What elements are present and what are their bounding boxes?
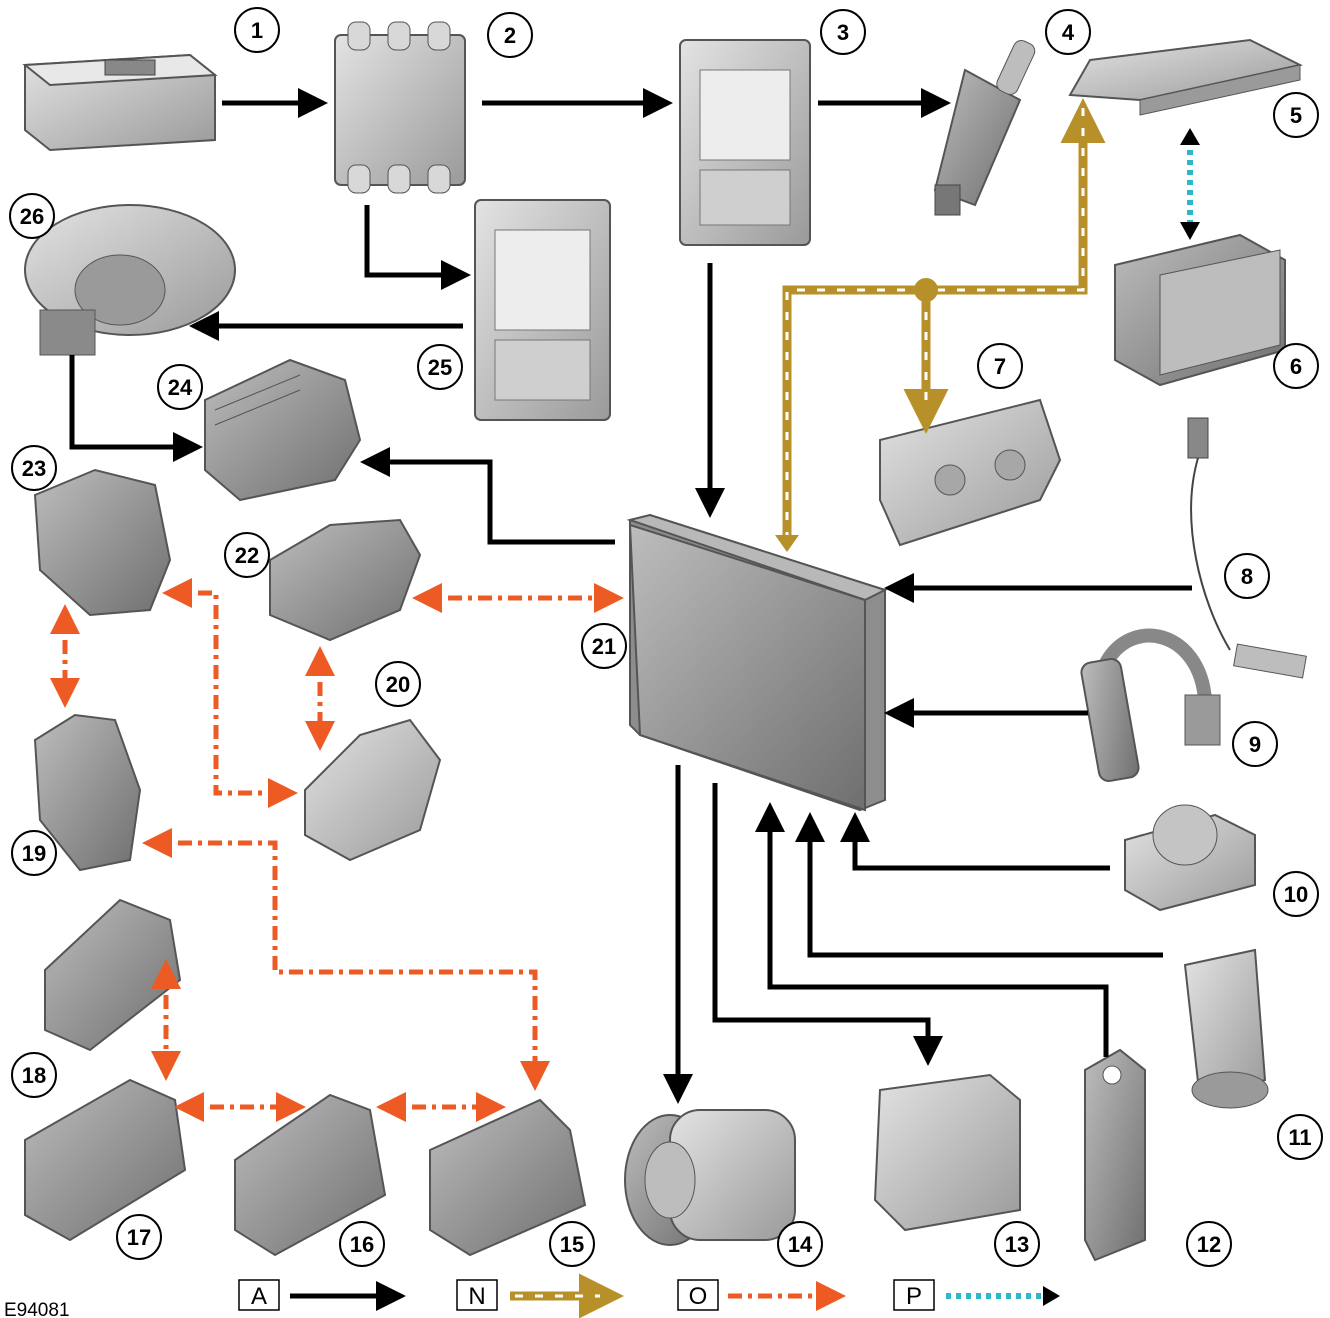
callout-8: 8 xyxy=(1225,554,1269,598)
svg-text:4: 4 xyxy=(1062,20,1075,45)
svg-text:26: 26 xyxy=(20,204,44,229)
coolant-pump-component xyxy=(935,38,1037,215)
callout-12: 12 xyxy=(1187,1222,1231,1266)
callout-23: 23 xyxy=(12,446,56,490)
svg-text:24: 24 xyxy=(168,375,193,400)
actuator-18-component xyxy=(45,900,180,1050)
callout-10: 10 xyxy=(1274,872,1318,916)
callout-19: 19 xyxy=(12,831,56,875)
callout-26: 26 xyxy=(10,194,54,238)
callout-25: 25 xyxy=(418,345,462,389)
callout-6: 6 xyxy=(1274,344,1318,388)
svg-text:17: 17 xyxy=(127,1225,151,1250)
svg-text:13: 13 xyxy=(1005,1232,1029,1257)
svg-text:9: 9 xyxy=(1249,732,1261,757)
callout-15: 15 xyxy=(550,1222,594,1266)
svg-text:10: 10 xyxy=(1284,882,1308,907)
callout-7: 7 xyxy=(978,344,1022,388)
central-control-module-component xyxy=(630,515,885,810)
svg-text:8: 8 xyxy=(1241,564,1253,589)
svg-text:N: N xyxy=(468,1283,485,1310)
actuator-23-component xyxy=(35,470,170,615)
legend: A N O P xyxy=(239,1280,1060,1310)
callout-24: 24 xyxy=(158,365,202,409)
sensor-harness-component xyxy=(1080,636,1220,783)
callout-20: 20 xyxy=(376,662,420,706)
actuator-13-component xyxy=(875,1075,1020,1230)
video-link-connection xyxy=(1180,128,1200,240)
svg-text:12: 12 xyxy=(1197,1232,1221,1257)
svg-text:7: 7 xyxy=(994,354,1006,379)
climate-control-panel-component xyxy=(880,400,1060,545)
callout-4: 4 xyxy=(1046,10,1090,54)
actuator-20-component xyxy=(305,720,440,860)
fuse-holder-component xyxy=(335,22,465,193)
svg-text:20: 20 xyxy=(386,672,410,697)
blower-motor-component xyxy=(25,205,235,355)
legend-item-p: P xyxy=(894,1280,1060,1310)
legend-item-o: O xyxy=(678,1280,840,1310)
svg-text:23: 23 xyxy=(22,456,46,481)
bracket-sensor-component xyxy=(1085,1050,1145,1260)
svg-text:18: 18 xyxy=(22,1063,46,1088)
svg-text:25: 25 xyxy=(428,355,452,380)
svg-text:16: 16 xyxy=(350,1232,374,1257)
svg-text:19: 19 xyxy=(22,841,46,866)
svg-text:15: 15 xyxy=(560,1232,584,1257)
callout-3: 3 xyxy=(821,10,865,54)
svg-text:3: 3 xyxy=(837,20,849,45)
callout-11: 11 xyxy=(1278,1115,1322,1159)
callout-22: 22 xyxy=(225,533,269,577)
callout-2: 2 xyxy=(488,13,532,57)
callout-21: 21 xyxy=(582,624,626,668)
svg-text:14: 14 xyxy=(788,1232,813,1257)
actuator-17-component xyxy=(25,1080,185,1240)
actuator-22-component xyxy=(270,520,420,640)
legend-item-a: A xyxy=(239,1280,400,1310)
svg-text:6: 6 xyxy=(1290,354,1302,379)
callout-14: 14 xyxy=(778,1222,822,1266)
svg-text:2: 2 xyxy=(504,23,516,48)
svg-text:22: 22 xyxy=(235,543,259,568)
figure-reference: E94081 xyxy=(4,1300,70,1318)
fuse-box-component xyxy=(680,40,810,245)
compressor-component xyxy=(625,1110,795,1245)
svg-text:P: P xyxy=(906,1283,922,1310)
callout-16: 16 xyxy=(340,1222,384,1266)
sensor-with-lead-component xyxy=(1188,418,1306,678)
callout-1: 1 xyxy=(235,8,279,52)
callout-5: 5 xyxy=(1274,93,1318,137)
display-unit-component xyxy=(1115,235,1285,385)
callout-9: 9 xyxy=(1233,722,1277,766)
pressure-sensor-component xyxy=(1185,950,1268,1108)
svg-text:1: 1 xyxy=(251,18,263,43)
blower-resistor-component xyxy=(205,360,360,500)
svg-text:11: 11 xyxy=(1288,1125,1311,1150)
control-module-plate-component xyxy=(1070,40,1300,115)
legend-item-n: N xyxy=(457,1280,615,1310)
callout-17: 17 xyxy=(117,1215,161,1259)
battery-component xyxy=(25,55,215,150)
svg-text:A: A xyxy=(251,1283,267,1310)
callout-18: 18 xyxy=(12,1053,56,1097)
dome-sensor-component xyxy=(1125,805,1255,910)
fuse-box-25-component xyxy=(475,200,610,420)
svg-text:O: O xyxy=(689,1283,708,1310)
svg-text:21: 21 xyxy=(592,634,616,659)
callout-13: 13 xyxy=(995,1222,1039,1266)
svg-text:5: 5 xyxy=(1290,103,1302,128)
